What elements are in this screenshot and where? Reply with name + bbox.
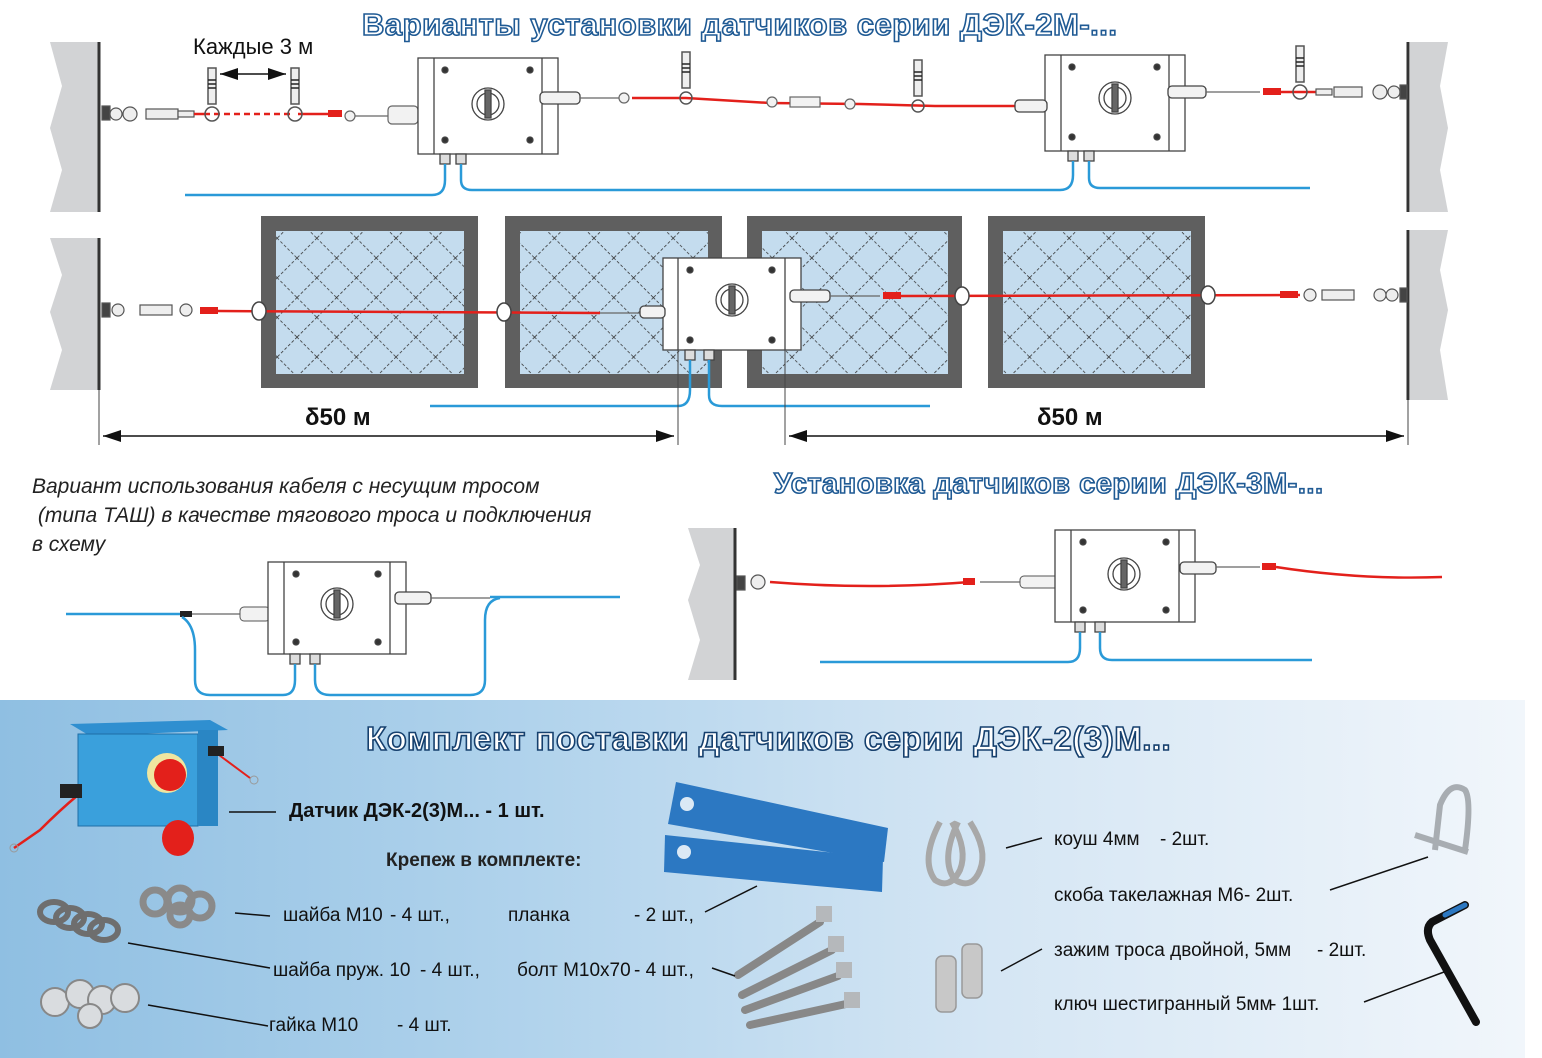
signal-cable-6 — [820, 632, 1082, 664]
kit-item-plank-name: планка — [508, 905, 570, 926]
kit-item-clamp-qty: - 2шт. — [1317, 940, 1367, 961]
sensor-box-4 — [267, 561, 432, 665]
shackle-photo — [1414, 784, 1472, 855]
turnbuckle-right — [1315, 84, 1408, 100]
washers-photo — [139, 884, 216, 929]
sensor-box-5 — [1054, 529, 1217, 633]
eye-bolt-3 — [679, 51, 693, 105]
note-line-3: в схему — [32, 533, 106, 556]
sensor-photo — [9, 720, 259, 856]
signal-cable-7 — [1098, 632, 1312, 662]
kit-item-thimble-name: коуш 4мм — [1054, 829, 1140, 850]
kit-item-nut-qty: - 4 шт. — [397, 1015, 452, 1036]
wall-right-2 — [1410, 230, 1448, 400]
kit-item-plank-qty: - 2 шт., — [634, 905, 694, 926]
eye-bolt-5 — [1292, 45, 1308, 100]
kit-item-hex-key-name: ключ шестигранный 5мм — [1054, 994, 1273, 1015]
kit-item-washer-qty: - 4 шт., — [390, 905, 450, 926]
spring-washers-photo — [37, 899, 121, 943]
title-dek2m: Варианты установки датчиков серии ДЭК-2М… — [361, 6, 1118, 43]
eye-bolt-4 — [911, 59, 925, 113]
kit-item-nut-name: гайка М10 — [269, 1015, 359, 1036]
diagram-row-1 — [50, 42, 1448, 212]
fence-panel-4 — [988, 216, 1205, 388]
rope-red-fence-left — [217, 309, 601, 315]
title-kit: Комплект поставки датчиков серии ДЭК-2(3… — [365, 719, 1172, 758]
thimbles-photo — [925, 820, 986, 887]
diagram-row-2 — [50, 216, 1448, 445]
distance-label-left: δ50 м — [305, 404, 371, 431]
kit-item-bolt-name: болт М10х70 — [517, 960, 631, 981]
sensor-box-2 — [1014, 54, 1207, 162]
wall-left — [50, 42, 98, 212]
nuts-photo — [40, 979, 140, 1029]
cable-variant-note: Вариант использования кабеля с несущим т… — [32, 472, 591, 559]
wall-3 — [688, 528, 734, 680]
signal-cable-1 — [185, 164, 447, 197]
eye-bolt-1 — [204, 67, 220, 122]
wall-right — [1410, 42, 1448, 212]
kit-illustrations — [9, 720, 1480, 1029]
rope-red-dek3m-right — [1275, 565, 1443, 579]
kit-item-washer-name: шайба М10 — [283, 905, 383, 926]
sensor-box-3 — [639, 257, 831, 361]
kit-sensor: Датчик ДЭК-2(3)М... - 1 шт. — [289, 800, 545, 822]
turnbuckle-left — [101, 105, 195, 122]
kit-item-shackle-name: скоба такелажная М6 — [1054, 885, 1244, 906]
distance-label-right: δ50 м — [1037, 404, 1103, 431]
kit-item-hex-key-qty: - 1шт. — [1270, 994, 1320, 1015]
fence-panel-1 — [261, 216, 478, 388]
signal-cable-2 — [459, 161, 1075, 192]
diagram-dek3m — [688, 528, 1443, 680]
kit-item-spring-washer-qty: - 4 шт., — [420, 960, 480, 981]
eye-bolt-2 — [287, 67, 303, 122]
kit-item-clamp-name: зажим троса двойной, 5мм — [1054, 940, 1292, 961]
planks-photo — [664, 782, 888, 892]
hex-key-photo — [1423, 901, 1480, 1026]
note-line-1: Вариант использования кабеля с несущим т… — [32, 475, 540, 498]
signal-cable-5 — [707, 360, 930, 408]
kit-item-spring-washer-name: шайба пруж. 10 — [273, 960, 411, 981]
kit-item-shackle-qty: - 2шт. — [1244, 885, 1294, 906]
title-dek3m: Установка датчиков серии ДЭК-3М-... — [773, 467, 1324, 501]
kit-fasteners-heading: Крепеж в комплекте: — [386, 850, 582, 871]
note-line-2: (типа ТАШ) в качестве тягового троса и п… — [32, 504, 592, 527]
kit-panel: Комплект поставки датчиков серии ДЭК-2(3… — [0, 700, 1525, 1058]
wall-left-2 — [50, 238, 98, 390]
sensor-box-1 — [417, 57, 581, 165]
bolts-photo — [734, 918, 850, 1029]
rope-red-dek3m-left — [769, 580, 971, 588]
installation-diagrams — [50, 42, 1448, 697]
diagram-cable-variant — [66, 561, 620, 697]
spacing-label: Каждые 3 м — [193, 34, 314, 59]
kit-item-thimble-qty: - 2шт. — [1160, 829, 1210, 850]
signal-cable-3 — [1087, 161, 1310, 190]
wire-clamps-photo — [935, 943, 983, 1013]
kit-item-bolt-qty: - 4 шт., — [634, 960, 694, 981]
